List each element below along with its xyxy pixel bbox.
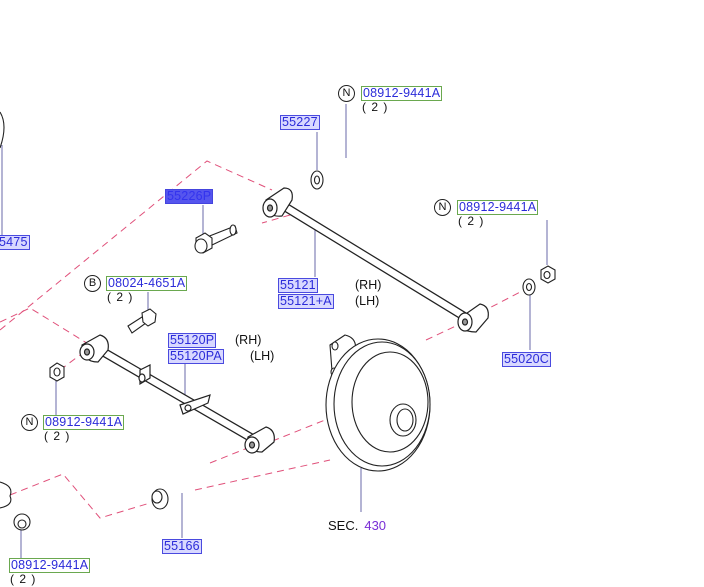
section-reference: SEC. 430 bbox=[328, 518, 386, 533]
part-label-55226p[interactable]: 55226P bbox=[165, 189, 214, 204]
part-label-08912-9441a[interactable]: 08912-9441A bbox=[43, 415, 125, 430]
part-label-55166[interactable]: 55166 bbox=[162, 539, 202, 554]
part-label-08912-9441a[interactable]: 08912-9441A bbox=[9, 558, 91, 573]
tag-n-icon: N bbox=[434, 199, 451, 216]
assembly-dashed-lines bbox=[0, 160, 529, 519]
washer-55020c[interactable] bbox=[522, 278, 536, 296]
qty-label: ( 2 ) bbox=[107, 290, 134, 304]
lower-control-arm[interactable] bbox=[79, 334, 275, 454]
part-label-55020c[interactable]: 55020C bbox=[502, 352, 551, 367]
leader-lines bbox=[1, 104, 548, 558]
part-label-08024-4651a[interactable]: 08024-4651A bbox=[106, 276, 188, 291]
part-label-55120pa[interactable]: 55120PA bbox=[168, 349, 224, 364]
upper-control-arm[interactable] bbox=[262, 187, 489, 333]
qty-label: ( 2 ) bbox=[458, 214, 485, 228]
bolt-08024[interactable] bbox=[127, 308, 157, 334]
part-label-55120p[interactable]: 55120P bbox=[168, 333, 217, 348]
qty-label: ( 2 ) bbox=[362, 100, 389, 114]
qty-label: ( 2 ) bbox=[10, 572, 37, 586]
side-label-rh: (RH) bbox=[355, 278, 382, 292]
side-label-lh: (LH) bbox=[250, 349, 275, 363]
section-link-430[interactable]: 430 bbox=[364, 518, 387, 533]
tag-b-icon: B bbox=[84, 275, 101, 292]
nut-bottom-left[interactable] bbox=[0, 481, 31, 531]
part-label-08912-9441a[interactable]: 08912-9441A bbox=[361, 86, 443, 101]
part-label-55121a[interactable]: 55121+A bbox=[278, 294, 334, 309]
tag-n-icon: N bbox=[338, 85, 355, 102]
partial-component-left bbox=[0, 111, 5, 149]
nut-right[interactable] bbox=[540, 265, 556, 284]
part-label-55121[interactable]: 55121 bbox=[278, 278, 318, 293]
side-label-rh: (RH) bbox=[235, 333, 262, 347]
bolt-55226p[interactable] bbox=[194, 224, 238, 254]
bushing-55166[interactable] bbox=[151, 488, 169, 510]
qty-label: ( 2 ) bbox=[44, 429, 71, 443]
tag-n-icon: N bbox=[21, 414, 38, 431]
part-label-5475[interactable]: 5475 bbox=[0, 235, 30, 250]
part-label-08912-9441a[interactable]: 08912-9441A bbox=[457, 200, 539, 215]
nut-left[interactable] bbox=[49, 362, 65, 382]
brake-disc-hub[interactable] bbox=[325, 334, 431, 472]
washer-55227[interactable] bbox=[310, 170, 324, 190]
section-prefix: SEC. bbox=[328, 518, 359, 533]
part-label-55227[interactable]: 55227 bbox=[280, 115, 320, 130]
side-label-lh: (LH) bbox=[355, 294, 380, 308]
